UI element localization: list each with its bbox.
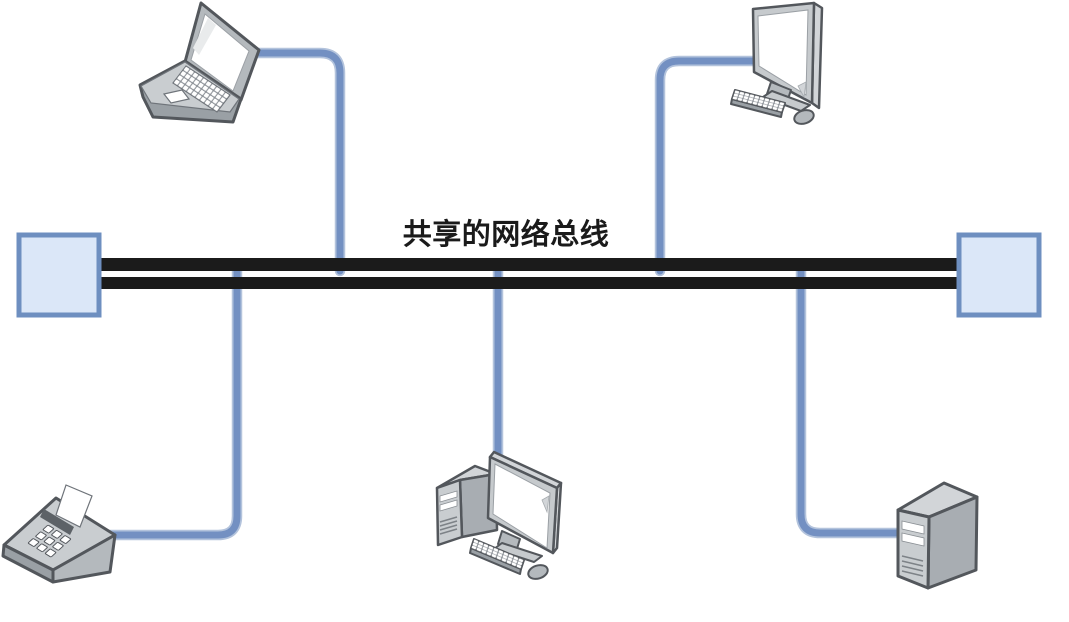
keypad-key	[36, 543, 48, 553]
fax-front-face	[51, 533, 117, 584]
cable-laptop	[247, 47, 346, 277]
keypad-key	[59, 535, 72, 544]
laptop-icon	[138, 1, 261, 124]
paper-slot	[40, 509, 74, 535]
laptop-keyboard	[172, 65, 231, 113]
network-bus	[100, 258, 957, 289]
drive-slot	[439, 499, 458, 512]
keypad-key	[51, 530, 63, 539]
cables	[104, 47, 908, 541]
keyboard	[730, 89, 786, 118]
paper-sheet	[55, 484, 93, 528]
cable-server-tower	[795, 265, 908, 539]
server-vents	[901, 555, 924, 577]
drive-slot	[901, 532, 925, 547]
bus-label: 共享的网络总线	[402, 217, 610, 251]
desktop-computer-icon	[435, 450, 563, 580]
computer-monitor	[486, 450, 563, 563]
cable-desktop-monitor	[654, 55, 764, 277]
drive-slot	[439, 490, 458, 503]
keyboard	[469, 538, 525, 575]
cable-fax-machine	[104, 265, 243, 541]
desktop-monitor-icon	[730, 1, 824, 125]
mouse	[527, 564, 549, 580]
bus-line-top	[100, 258, 957, 271]
tower-vents	[439, 516, 458, 535]
monitor-screen	[757, 9, 809, 96]
keypad-key	[35, 531, 47, 541]
fax-machine-icon	[1, 484, 117, 584]
monitor-screen	[492, 463, 551, 549]
keypad-key	[52, 542, 64, 551]
terminator-left	[16, 232, 102, 318]
fax-keypad	[27, 524, 72, 558]
laptop-touchpad	[162, 89, 191, 104]
monitor-stand-base	[762, 90, 811, 112]
drive-slot	[901, 520, 925, 535]
mouse	[793, 109, 815, 125]
laptop-screen-sheen	[193, 18, 216, 55]
keypad-key	[42, 524, 55, 534]
bus-line-bottom	[100, 277, 957, 289]
screen-corner-fold	[541, 495, 550, 514]
keypad-key	[27, 538, 40, 547]
keypad-key	[44, 548, 57, 558]
server-tower-icon	[896, 481, 979, 590]
screen-corner-fold	[797, 81, 807, 99]
keypad-key	[43, 536, 56, 546]
terminator-right	[956, 232, 1042, 318]
